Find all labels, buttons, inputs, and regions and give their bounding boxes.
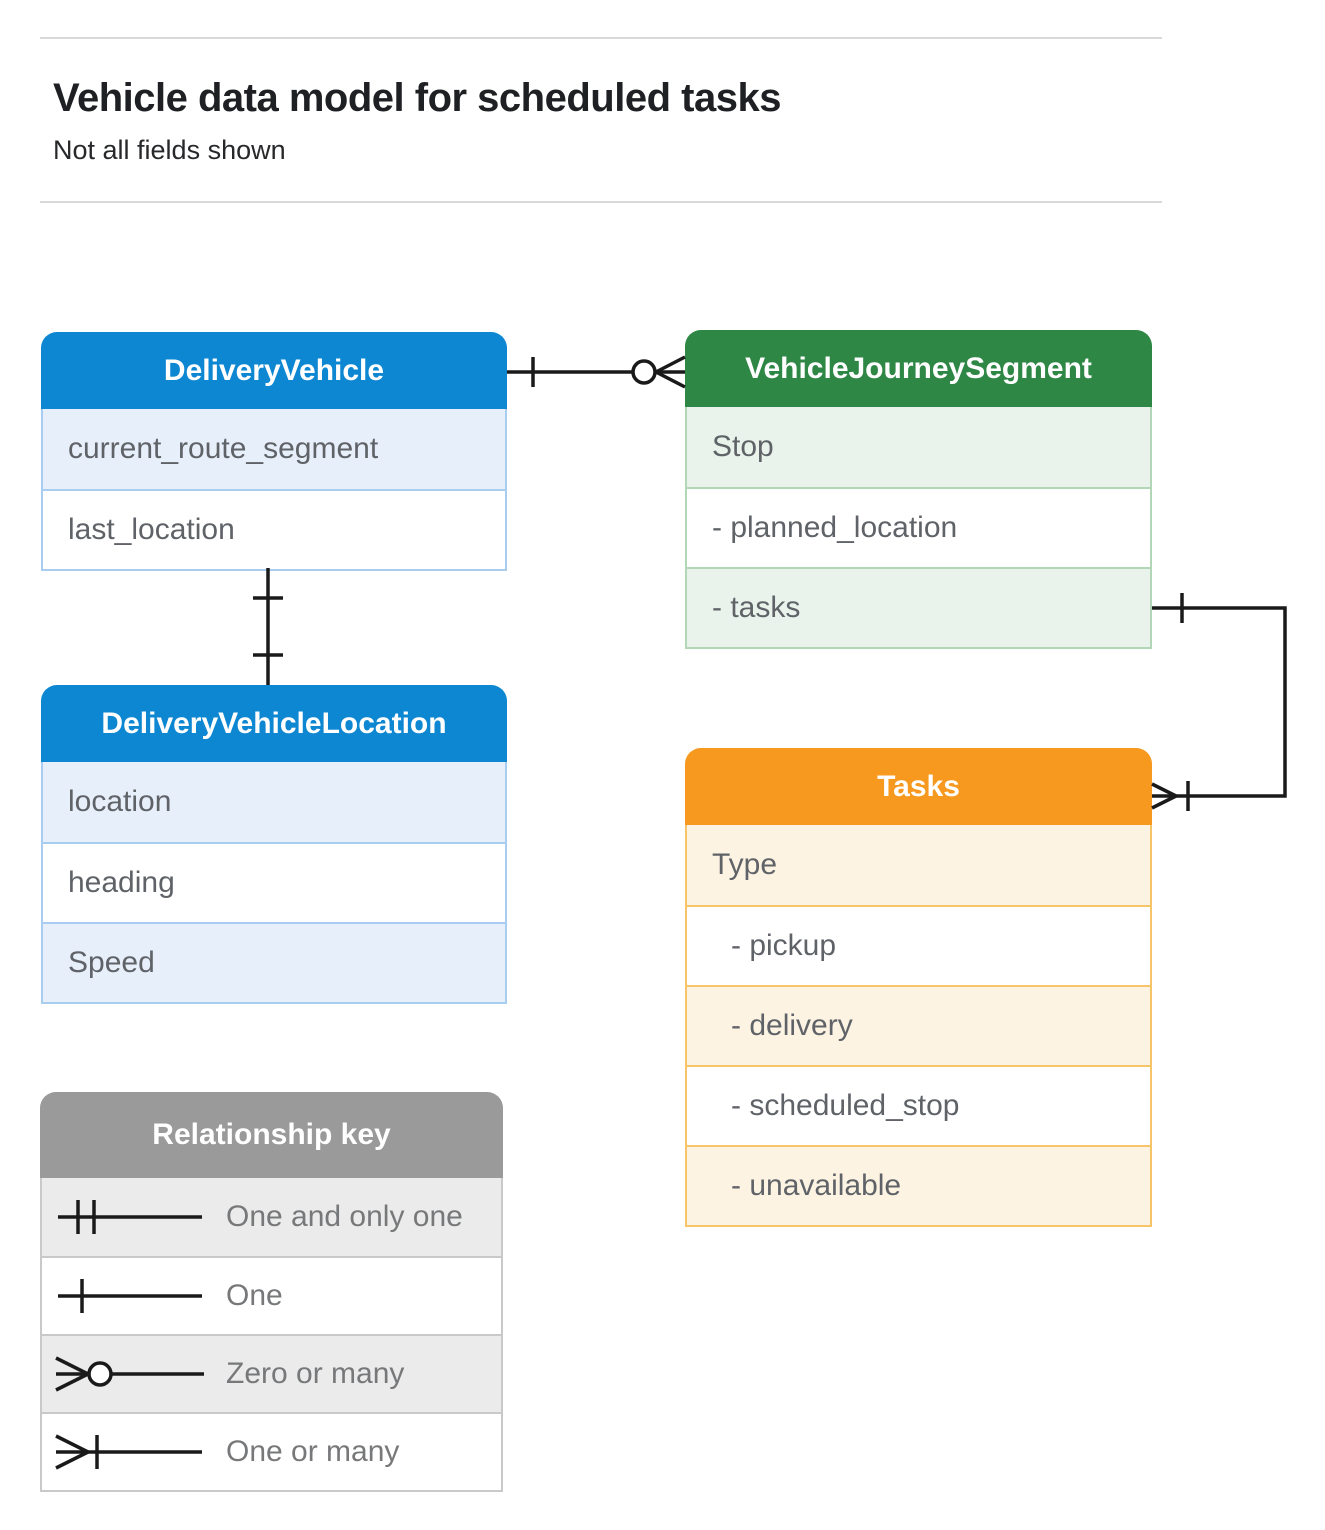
one-or-many-icon (55, 1434, 202, 1470)
connector-deliveryvehicle-vehiclejourneysegment (507, 355, 686, 389)
row-location: location (43, 762, 505, 842)
relationship-key-box: Relationship key One and only one One (40, 1092, 503, 1492)
delivery-vehicle-location-box: DeliveryVehicleLocation location heading… (41, 685, 507, 1004)
top-divider (40, 37, 1162, 39)
row-unavailable: - unavailable (687, 1145, 1150, 1225)
page-subtitle: Not all fields shown (53, 135, 286, 165)
row-scheduled-stop: - scheduled_stop (687, 1065, 1150, 1145)
connector-vehiclejourneysegment-tasks (1151, 593, 1287, 811)
row-delivery: - delivery (687, 985, 1150, 1065)
delivery-vehicle-title: DeliveryVehicle (41, 332, 507, 409)
legend-label: Zero or many (226, 1357, 405, 1390)
legend-label: One (226, 1279, 283, 1312)
subtitle-divider (40, 201, 1162, 203)
one-and-only-one-icon (58, 1200, 202, 1234)
legend-label: One or many (226, 1435, 400, 1468)
delivery-vehicle-location-title: DeliveryVehicleLocation (41, 685, 507, 762)
delivery-vehicle-box: DeliveryVehicle current_route_segment la… (41, 332, 507, 571)
row-type: Type (687, 825, 1150, 905)
row-stop: Stop (687, 407, 1150, 487)
legend-item-one-and-only-one: One and only one (42, 1178, 501, 1256)
row-current-route-segment: current_route_segment (43, 409, 505, 489)
relationship-key-title: Relationship key (40, 1092, 503, 1178)
tasks-title: Tasks (685, 748, 1152, 825)
row-last-location: last_location (43, 489, 505, 569)
row-pickup: - pickup (687, 905, 1150, 985)
legend-item-one: One (42, 1256, 501, 1334)
tasks-box: Tasks Type - pickup - delivery - schedul… (685, 748, 1152, 1227)
row-tasks: - tasks (687, 567, 1150, 647)
zero-or-many-icon (55, 1356, 204, 1392)
legend-item-zero-or-many: Zero or many (42, 1334, 501, 1412)
legend-label: One and only one (226, 1200, 463, 1233)
vehicle-journey-segment-box: VehicleJourneySegment Stop - planned_loc… (685, 330, 1152, 649)
row-speed: Speed (43, 922, 505, 1002)
row-planned-location: - planned_location (687, 487, 1150, 567)
connector-deliveryvehicle-deliveryvehiclelocation (253, 568, 283, 685)
legend-item-one-or-many: One or many (42, 1412, 501, 1490)
page-title: Vehicle data model for scheduled tasks (53, 76, 781, 120)
one-icon (58, 1279, 202, 1313)
vehicle-journey-segment-title: VehicleJourneySegment (685, 330, 1152, 407)
row-heading: heading (43, 842, 505, 922)
